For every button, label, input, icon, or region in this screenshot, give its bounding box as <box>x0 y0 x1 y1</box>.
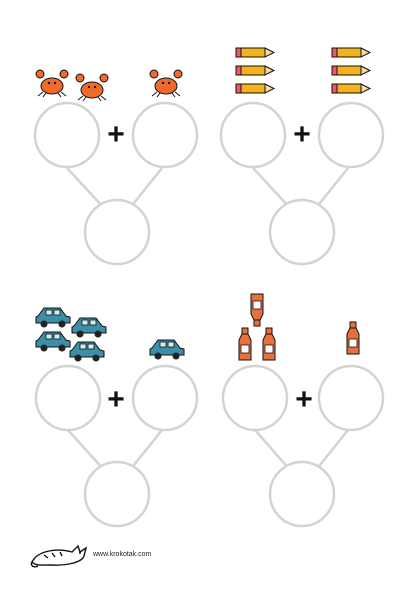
bond-branch-left <box>67 429 105 471</box>
plus-sign: + <box>107 383 125 416</box>
left-circle[interactable] <box>33 101 101 169</box>
car-icon <box>149 339 185 360</box>
bottle-icon <box>262 327 276 361</box>
crab-group-left <box>35 69 109 102</box>
car-group-left <box>35 307 107 362</box>
sum-circle[interactable] <box>268 198 336 266</box>
pencil-icon <box>235 83 276 94</box>
bottle-group-left <box>238 293 276 361</box>
bond-branch-left <box>252 167 291 209</box>
number-bond <box>221 364 385 528</box>
plus-sign: + <box>107 118 125 151</box>
bond-branch-right <box>129 429 163 471</box>
left-circle[interactable] <box>221 364 289 432</box>
bond-branch-left <box>66 167 105 209</box>
pencil-stack-right <box>331 47 372 94</box>
car-icon <box>35 307 71 328</box>
bottle-group-right <box>346 321 360 355</box>
left-circle[interactable] <box>219 101 287 169</box>
left-circle[interactable] <box>34 364 102 432</box>
pencil-icon <box>235 65 276 76</box>
pencil-icon <box>235 47 276 58</box>
sum-circle[interactable] <box>83 460 151 528</box>
problem-cars: + <box>22 362 212 562</box>
right-circle[interactable] <box>131 101 199 169</box>
cat-logo-icon <box>30 544 88 568</box>
bond-branch-right <box>129 167 163 209</box>
right-circle[interactable] <box>317 364 385 432</box>
right-circle[interactable] <box>317 101 385 169</box>
bottle-icon <box>346 321 360 355</box>
pencil-icon <box>331 65 372 76</box>
number-bond <box>33 101 199 266</box>
crab-icon <box>75 73 109 102</box>
pencil-icon <box>331 83 372 94</box>
car-icon <box>35 331 71 352</box>
number-bond <box>219 101 385 266</box>
bond-branch-right <box>315 429 349 471</box>
bond-branch-left <box>254 429 291 471</box>
bond-branch-right <box>315 167 349 209</box>
crab-icon <box>35 69 69 98</box>
bottle-icon <box>238 327 252 361</box>
pencil-icon <box>331 47 372 58</box>
pencil-stack-left <box>235 47 276 94</box>
sum-circle[interactable] <box>268 460 336 528</box>
plus-sign: + <box>293 118 311 151</box>
car-icon <box>69 341 105 362</box>
plus-sign: + <box>295 383 313 416</box>
number-bond <box>34 364 199 528</box>
crab-group-right <box>149 69 183 98</box>
problem-crabs: + <box>22 100 212 300</box>
car-group-right <box>149 339 185 360</box>
problem-pencils: + <box>208 100 398 300</box>
right-circle[interactable] <box>131 364 199 432</box>
crab-icon <box>149 69 183 98</box>
sum-circle[interactable] <box>83 198 151 266</box>
footer-url[interactable]: www.krokotak.com <box>93 551 152 558</box>
bottle-icon <box>250 293 264 327</box>
problem-bottles: + <box>208 362 398 562</box>
car-icon <box>71 317 107 338</box>
